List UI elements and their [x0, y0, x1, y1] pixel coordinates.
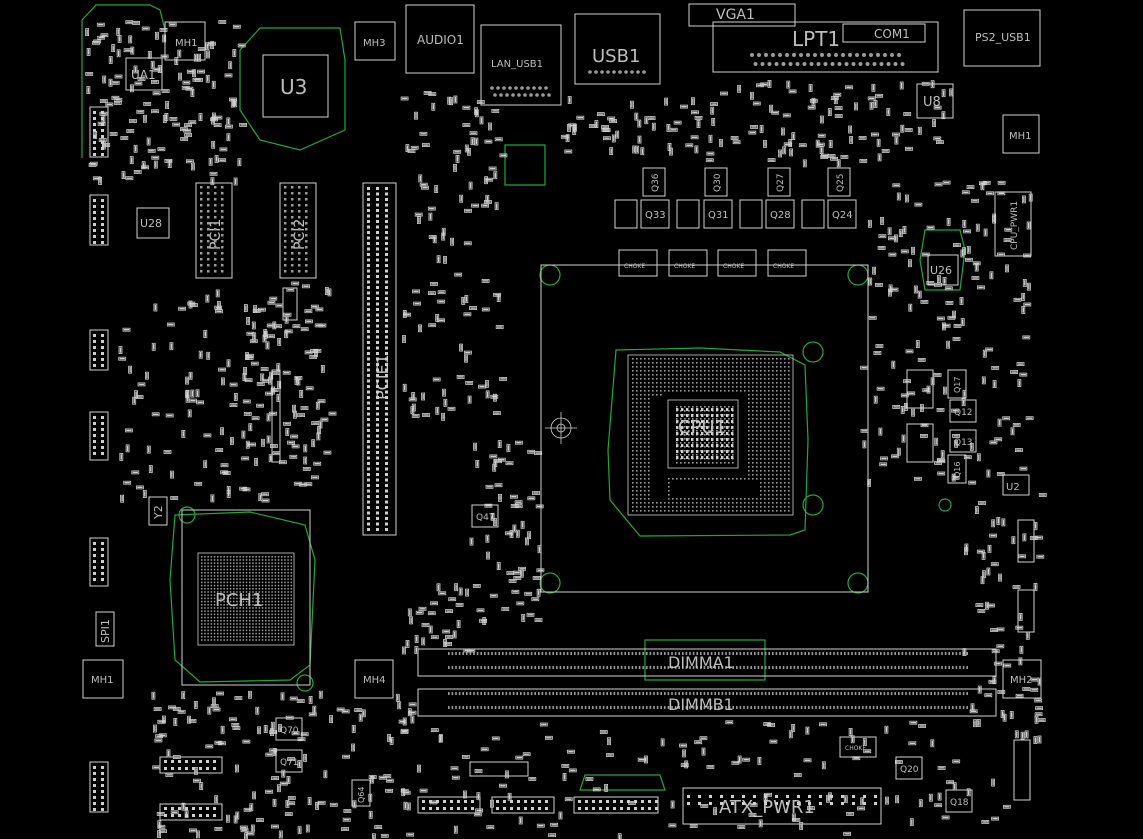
- q27-label: Q27: [776, 173, 786, 192]
- q24-label: Q24: [832, 210, 853, 221]
- mh1-lower-label: MH1: [91, 675, 114, 686]
- spi-label: SPI1: [99, 619, 112, 643]
- vga-label: VGA1: [716, 7, 755, 23]
- usb-label: USB1: [592, 46, 640, 67]
- pcie1-label: PCIE1: [373, 354, 392, 400]
- pch-chip: PCH1 Y2 SPI1: [95, 496, 311, 686]
- dimm-pins: [448, 652, 968, 709]
- mh2-label: MH2: [1010, 675, 1033, 686]
- lan-label: LAN_USB1: [491, 59, 543, 70]
- mosfets: Q36 Q30 Q27 Q25 Q33 Q31 Q28 Q24 Q12 Q13 …: [275, 167, 977, 813]
- dimm-slots: DIMMA1 DIMMB1: [417, 648, 997, 717]
- ic-packages: U3 UA1 U8 U28 U26 U2: [125, 54, 1030, 496]
- mounting-holes: MH1 MH3 MH1 MH1 MH4 MH2: [82, 21, 1042, 699]
- passive-components: [85, 20, 1047, 839]
- io-pin-dots: [490, 70, 646, 97]
- choke-label-5: CHOKE: [845, 745, 866, 752]
- choke-label-3: CHOKE: [723, 263, 744, 270]
- expansion-slots: PCI1 PCI2 PCIE1: [195, 182, 397, 536]
- u2-label: U2: [1006, 482, 1020, 493]
- q16-label: Q16: [953, 462, 962, 478]
- q33-label: Q33: [645, 210, 666, 221]
- mh3-label: MH3: [363, 38, 386, 49]
- choke-label-1: CHOKE: [624, 263, 645, 270]
- u3-label: U3: [280, 75, 307, 99]
- q30-label: Q30: [713, 173, 723, 192]
- q28-label: Q28: [770, 210, 791, 221]
- cpu-pin-grid: [632, 358, 790, 512]
- io-connectors: VGA1 LPT1 COM1 PS2_USB1 AUDIO1 LAN_USB1 …: [405, 3, 1041, 106]
- q64-label: Q64: [357, 787, 366, 803]
- copper-traces: [81, 4, 966, 791]
- q31-label: Q31: [708, 210, 729, 221]
- dimmb-label: DIMMB1: [668, 695, 734, 714]
- q18-label: Q18: [950, 798, 969, 808]
- q25-label: Q25: [836, 173, 846, 192]
- pch-ball-grid: [201, 556, 293, 641]
- q70-label: Q70: [280, 726, 299, 736]
- q36-label: Q36: [651, 173, 661, 192]
- q17-label: Q17: [953, 377, 962, 393]
- lpt-label: LPT1: [792, 27, 840, 51]
- pin-headers: [89, 106, 1035, 821]
- cpupwr-label: CPU_PWR1: [1010, 201, 1020, 250]
- slot-pins: [200, 186, 388, 531]
- u26-label: U26: [930, 264, 952, 277]
- choke-label-2: CHOKE: [674, 263, 695, 270]
- mh1-right-label: MH1: [1009, 131, 1032, 142]
- cpu-socket: CPU1: [540, 264, 869, 593]
- mh4-label: MH4: [363, 675, 386, 686]
- mh1-label: MH1: [175, 38, 198, 49]
- u28-label: U28: [140, 217, 162, 230]
- pch-label: PCH1: [215, 590, 263, 611]
- choke-label-4: CHOKE: [773, 263, 794, 270]
- q20-label: Q20: [900, 765, 919, 775]
- chokes: CHOKE CHOKE CHOKE CHOKE CHOKE: [618, 249, 934, 758]
- audio-label: AUDIO1: [417, 33, 464, 47]
- q71-label: Q71: [280, 758, 299, 768]
- q12-label: Q12: [954, 408, 973, 418]
- q13-label: Q13: [954, 438, 973, 448]
- ps2-label: PS2_USB1: [975, 31, 1031, 44]
- dimma-label: DIMMA1: [668, 653, 734, 672]
- ua1-label: UA1: [131, 68, 156, 82]
- y2-label: Y2: [152, 505, 165, 520]
- cpu-label: CPU1: [678, 417, 726, 438]
- lpt-pin-row: [750, 53, 905, 66]
- com-label: COM1: [874, 27, 910, 41]
- q47-label: Q47: [476, 513, 495, 523]
